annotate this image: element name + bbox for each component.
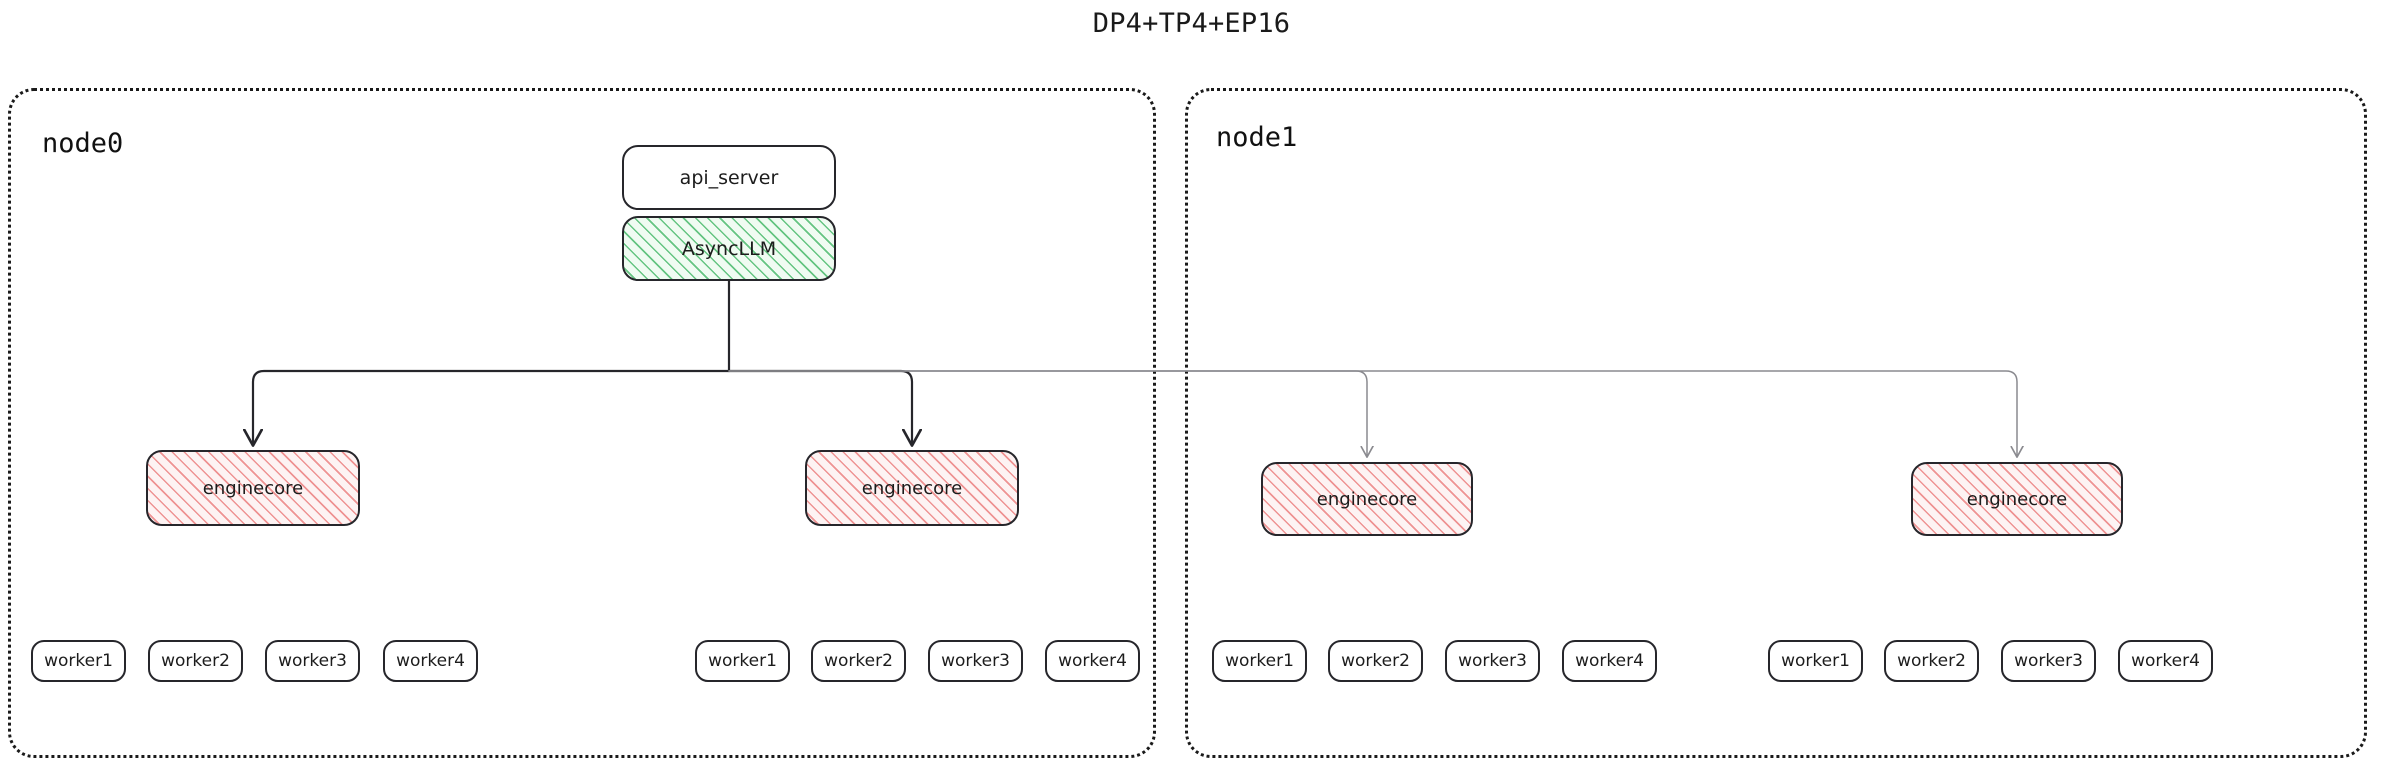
worker-box[interactable]: worker1 xyxy=(31,640,126,682)
worker-box[interactable]: worker2 xyxy=(1884,640,1979,682)
worker-box[interactable]: worker4 xyxy=(2118,640,2213,682)
worker-box[interactable]: worker1 xyxy=(1768,640,1863,682)
enginecore-box[interactable]: enginecore xyxy=(805,450,1019,526)
worker-box[interactable]: worker4 xyxy=(383,640,478,682)
async-llm-box[interactable]: AsyncLLM xyxy=(622,216,836,281)
page-title: DP4+TP4+EP16 xyxy=(1092,8,1291,39)
enginecore-box[interactable]: enginecore xyxy=(1261,462,1473,536)
worker-box[interactable]: worker3 xyxy=(265,640,360,682)
worker-box[interactable]: worker3 xyxy=(2001,640,2096,682)
worker-box[interactable]: worker2 xyxy=(811,640,906,682)
worker-box[interactable]: worker2 xyxy=(148,640,243,682)
worker-box[interactable]: worker4 xyxy=(1562,640,1657,682)
worker-box[interactable]: worker1 xyxy=(695,640,790,682)
enginecore-box[interactable]: enginecore xyxy=(1911,462,2123,536)
worker-box[interactable]: worker3 xyxy=(928,640,1023,682)
enginecore-box[interactable]: enginecore xyxy=(146,450,360,526)
node-group-label-node0: node0 xyxy=(42,128,124,159)
node-group-label-node1: node1 xyxy=(1216,122,1298,153)
api-server-box[interactable]: api_server xyxy=(622,145,836,210)
worker-box[interactable]: worker3 xyxy=(1445,640,1540,682)
worker-box[interactable]: worker1 xyxy=(1212,640,1307,682)
worker-box[interactable]: worker4 xyxy=(1045,640,1140,682)
worker-box[interactable]: worker2 xyxy=(1328,640,1423,682)
